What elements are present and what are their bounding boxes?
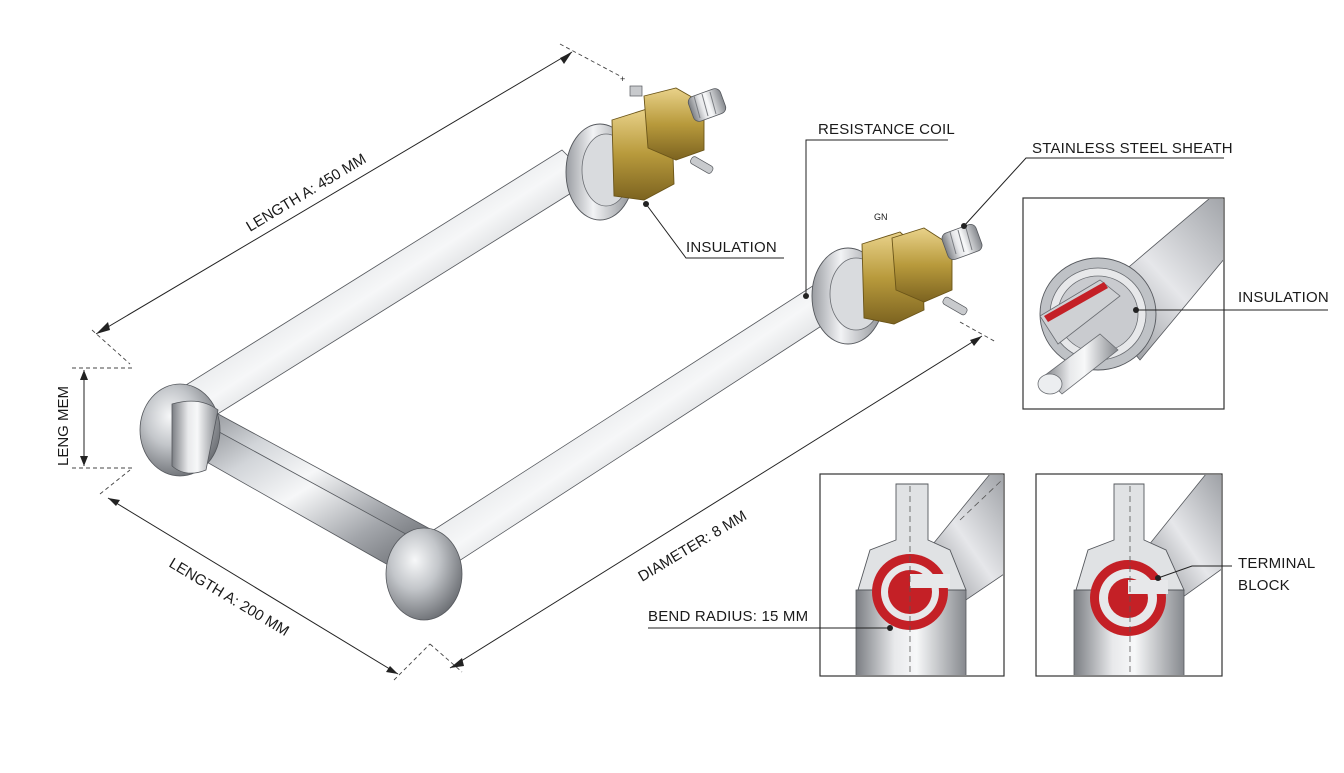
bend-radius-label: BEND RADIUS: 15 MM — [648, 608, 808, 625]
lower-terminal: GN — [811, 212, 983, 345]
detail-cross-section: INSULATION — [1022, 197, 1329, 410]
stainless-sheath-label: STAINLESS STEEL SHEATH — [1032, 140, 1233, 157]
upper-tube — [177, 149, 593, 421]
long-tube — [417, 279, 847, 573]
length-long-dimline — [95, 51, 573, 335]
diameter-label: DIAMETER: 8 MM — [635, 507, 749, 585]
length-short-dimline — [107, 497, 399, 675]
insulation-label: INSULATION — [686, 239, 777, 256]
upper-terminal: + — [565, 74, 727, 221]
terminal-sign-mark: + — [620, 74, 625, 84]
vertical-dim-label: LENG MEM — [55, 386, 72, 466]
diameter-dimline — [449, 335, 983, 669]
detail-bend-right: TERMINAL BLOCK — [1035, 473, 1315, 677]
terminal-block-label-1: TERMINAL — [1238, 555, 1315, 572]
lower-bend — [385, 527, 463, 621]
terminal-block-label-2: BLOCK — [1238, 577, 1290, 594]
resistance-coil-label: RESISTANCE COIL — [818, 121, 955, 138]
heater-element: + GN — [139, 74, 983, 621]
length-short-label: LENGTH A: 200 MM — [166, 555, 292, 640]
detail-bend-left: BEND RADIUS: 15 MM — [648, 473, 1005, 677]
detail-insulation-label: INSULATION — [1238, 289, 1329, 306]
callouts: RESISTANCE COIL STAINLESS STEEL SHEATH I… — [643, 121, 1233, 299]
length-long-label: LENGTH A: 450 MM — [243, 150, 369, 235]
terminal-tag-mark: GN — [874, 212, 888, 222]
